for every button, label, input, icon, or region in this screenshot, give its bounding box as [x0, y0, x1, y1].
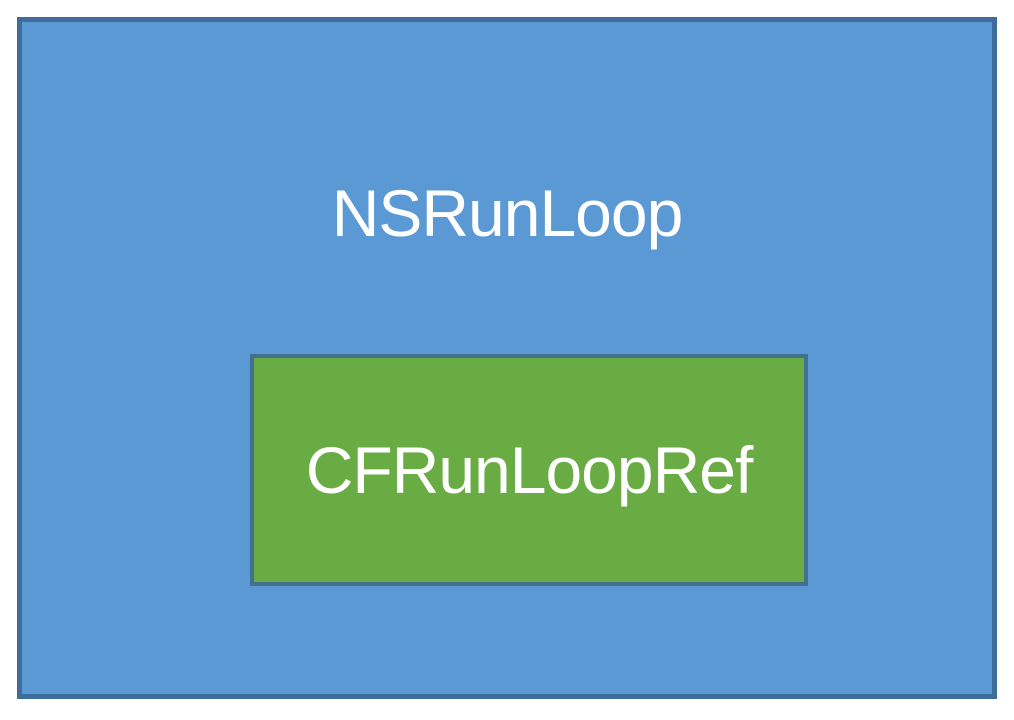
nsrunloop-label: NSRunLoop	[331, 176, 684, 250]
cfrunloopref-label: CFRunLoopRef	[305, 433, 754, 507]
cfrunloopref-box: CFRunLoopRef	[250, 354, 808, 586]
